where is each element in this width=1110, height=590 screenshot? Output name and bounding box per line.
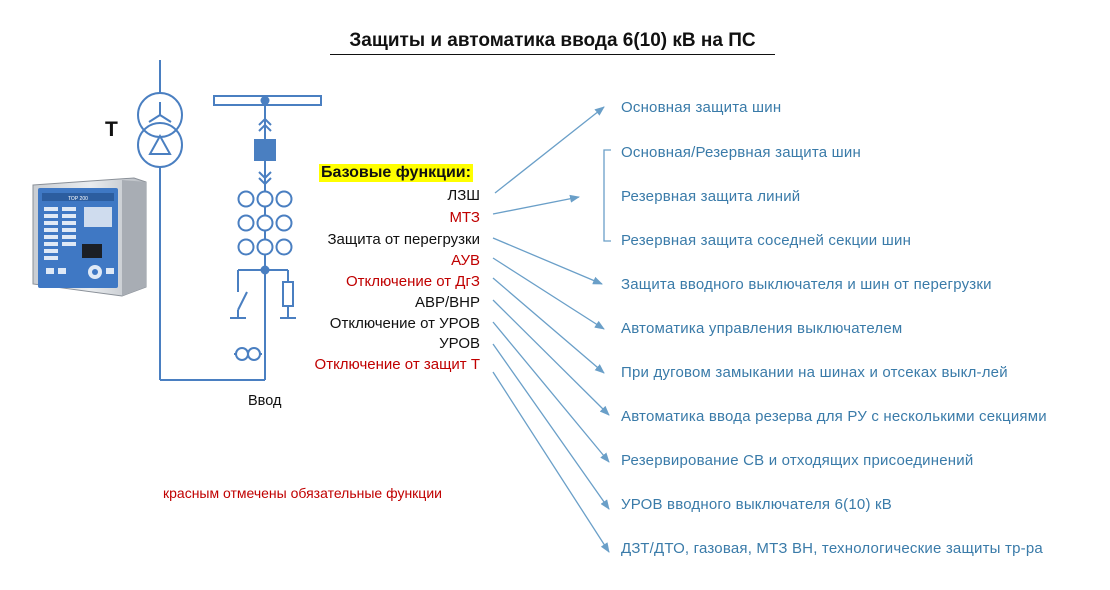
description-urov-breaker: УРОВ вводного выключателя 6(10) кВ xyxy=(621,496,892,513)
description-transformer-protections: ДЗТ/ДТО, газовая, МТЗ ВН, технологически… xyxy=(621,540,1043,557)
arrow-avr xyxy=(492,299,610,416)
transformer-symbol xyxy=(137,60,265,381)
switchgear-cell xyxy=(230,105,296,380)
page-title: Защиты и автоматика ввода 6(10) кВ на ПС xyxy=(330,30,775,55)
device-display xyxy=(82,244,102,258)
function-mtz: МТЗ xyxy=(449,209,480,226)
function-arrows xyxy=(492,106,611,553)
transformer-winding-lv xyxy=(137,122,183,168)
arrow-trans-protection xyxy=(492,371,610,553)
star-symbol-line xyxy=(148,114,161,123)
zero-sequence-ct xyxy=(247,347,261,361)
arrow-urov-trip xyxy=(492,321,610,463)
relay-terminal-device: ТОР 200 xyxy=(32,177,147,297)
device-brand-text: ТОР 200 xyxy=(68,196,88,202)
zero-sequence-ct xyxy=(235,347,249,361)
description-backup-line-protection: Резервная защита линий xyxy=(621,188,801,205)
description-main-bus-protection: Основная защита шин xyxy=(621,99,782,116)
function-lzsh: ЛЗШ xyxy=(447,187,480,204)
current-transformers xyxy=(237,190,293,256)
function-urov: УРОВ xyxy=(439,335,480,352)
description-arc-fault: При дуговом замыкании на шинах и отсеках… xyxy=(621,364,1008,381)
mandatory-note: красным отмечены обязательные функции xyxy=(163,485,442,501)
feeder-label: Ввод xyxy=(248,393,282,409)
description-breaker-control: Автоматика управления выключателем xyxy=(621,320,903,337)
description-main-backup-bus-protection: Основная/Резервная защита шин xyxy=(621,144,861,161)
base-functions-title: Базовые функции: xyxy=(319,164,473,182)
arrow-lzsh xyxy=(494,106,605,194)
function-overload: Защита от перегрузки xyxy=(327,231,481,248)
star-symbol-line xyxy=(159,114,172,123)
busbar xyxy=(213,95,322,106)
arrow-urov xyxy=(492,343,610,510)
function-auv: АУВ xyxy=(451,252,480,269)
arrow-auv xyxy=(492,257,605,330)
transformer-label: Т xyxy=(105,118,118,141)
description-auto-transfer: Автоматика ввода резерва для РУ с нескол… xyxy=(621,408,1047,425)
plug-contact-upper xyxy=(258,117,272,126)
arrow-overload xyxy=(492,237,603,285)
earthing-switch-blade xyxy=(237,291,248,311)
delta-symbol xyxy=(148,133,172,155)
plug-contact-upper xyxy=(258,123,272,132)
description-bracket xyxy=(603,149,611,242)
plug-contact-lower xyxy=(258,171,272,180)
description-backup-sv-feeders: Резервирование СВ и отходящих присоедине… xyxy=(621,452,974,469)
description-overload-protection: Защита вводного выключателя и шин от пер… xyxy=(621,276,992,293)
plug-contact-lower xyxy=(258,177,272,186)
arrow-mtz xyxy=(492,194,580,215)
function-dgz-trip: Отключение от ДгЗ xyxy=(345,273,480,290)
function-avr-vnr: АВР/ВНР xyxy=(414,294,480,311)
function-urov-trip: Отключение от УРОВ xyxy=(329,315,480,332)
description-backup-adjacent-section: Резервная защита соседней секции шин xyxy=(621,232,912,249)
surge-arrester xyxy=(282,281,294,307)
function-trans-protection-trip: Отключение от защит Т xyxy=(314,356,480,373)
arrow-dgz xyxy=(492,277,605,374)
circuit-breaker xyxy=(254,139,276,161)
